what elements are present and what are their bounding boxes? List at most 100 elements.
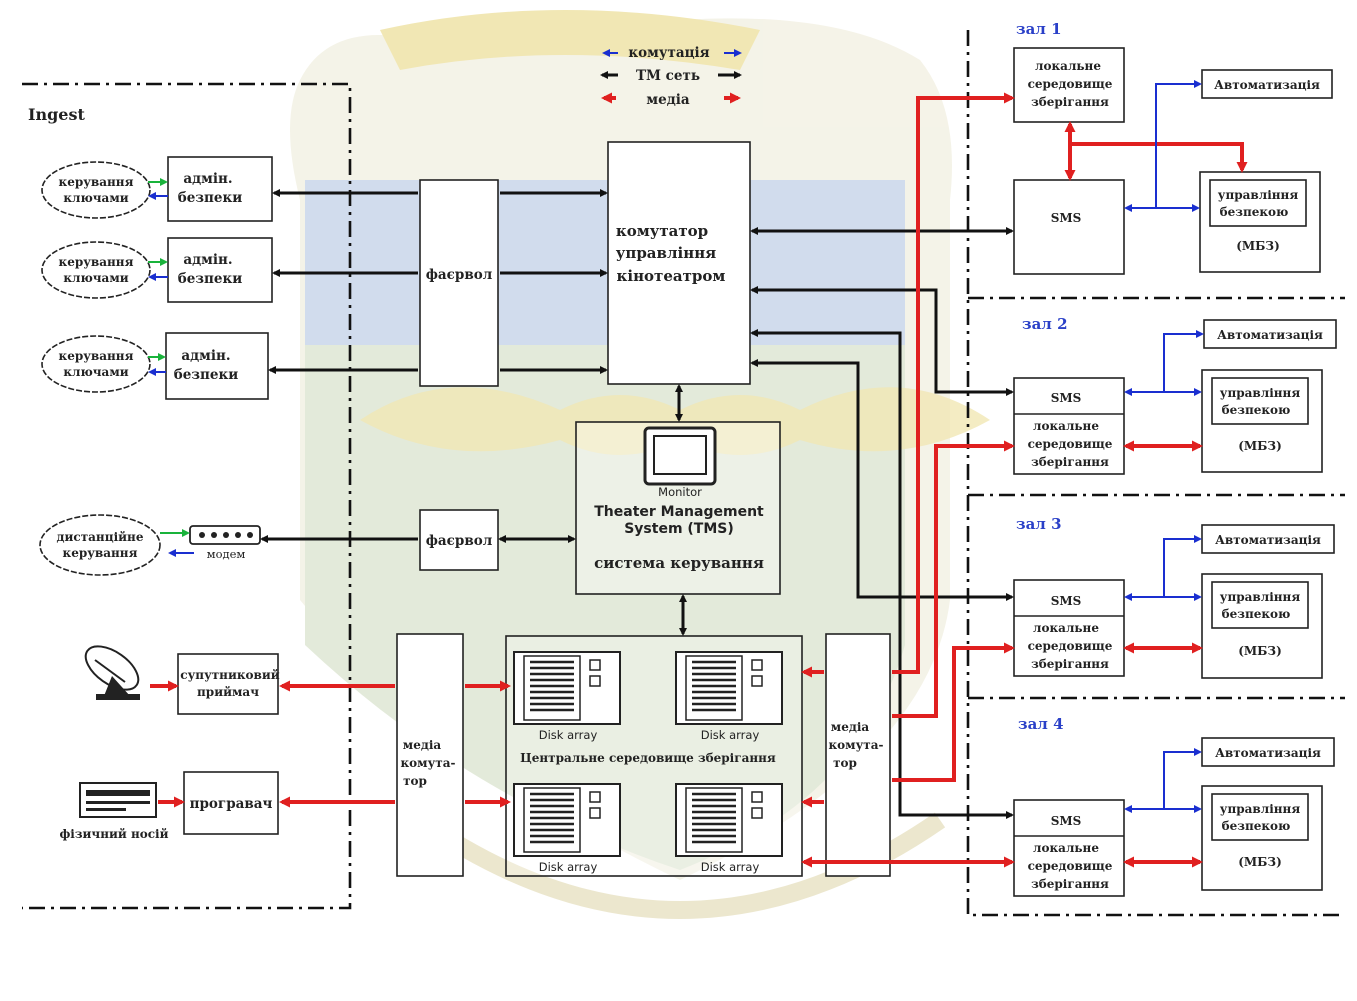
switch-label: управління: [616, 244, 717, 262]
key-management-3: керування ключами: [41, 335, 151, 393]
firewall-modem: фаєрвол: [419, 509, 499, 571]
physical-media-label: фізичний носій: [59, 827, 168, 841]
hall-1-security: управління безпекою (МБЗ): [1199, 171, 1321, 273]
media-switch-right: медіа комута- тор: [825, 633, 891, 877]
hall-3-sms-storage: SMS локальне середовище зберігання: [1013, 579, 1125, 677]
security-label: управління: [1220, 802, 1301, 816]
media-switch-label: комута-: [401, 756, 456, 770]
key-management-1: керування ключами: [41, 161, 151, 219]
hall-3-title: зал 3: [1016, 515, 1062, 533]
security-label: безпекою: [1222, 403, 1291, 417]
disk-array-icon: Disk array: [675, 783, 783, 874]
firewall-main: фаєрвол: [419, 179, 499, 387]
admin-label: адмін.: [181, 348, 230, 364]
sms-label: SMS: [1051, 391, 1082, 405]
local-storage-label: середовище: [1028, 859, 1113, 873]
switch-label: кінотеатром: [617, 267, 726, 285]
satellite-receiver-box: супутниковий приймач: [177, 653, 280, 715]
admin-label: адмін.: [183, 252, 232, 268]
theater-management-system: Monitor Theater Management System (TMS) …: [575, 421, 781, 595]
remote-control-cloud: дистанційне керування: [39, 514, 161, 576]
security-label: управління: [1218, 188, 1299, 202]
media-switch-label: тор: [833, 756, 857, 770]
hall-4-title: зал 4: [1018, 715, 1064, 733]
automation-label: Автоматизація: [1215, 533, 1321, 547]
local-storage-label: зберігання: [1031, 95, 1109, 109]
disk-array-icon: Disk array: [513, 783, 621, 874]
hall-1-local-storage: локальне середовище зберігання: [1013, 47, 1125, 123]
local-storage-label: зберігання: [1031, 877, 1109, 891]
sms-label: SMS: [1051, 814, 1082, 828]
firewall-label: фаєрвол: [426, 267, 493, 283]
legend-media: медіа: [646, 92, 689, 108]
media-switch-label: тор: [403, 774, 427, 788]
cinema-management-switch: комутатор управління кінотеатром: [607, 141, 751, 385]
player-box: програвач: [183, 771, 279, 835]
legend-switching: комутація: [628, 45, 709, 61]
receiver-label: супутниковий: [180, 668, 279, 682]
modem: модем: [189, 525, 261, 561]
media-switch-left: медіа комута- тор: [396, 633, 464, 877]
disk-array-icon: Disk array: [513, 651, 621, 742]
security-label: управління: [1220, 590, 1301, 604]
cloud-label: ключами: [63, 365, 128, 379]
hall-4-automation: Автоматизація: [1201, 737, 1335, 767]
disk-array-label: Disk array: [701, 728, 760, 742]
tms-title-ua: система керування: [594, 554, 764, 572]
ingest-title: Ingest: [28, 105, 85, 124]
admin-box-1: адмін. безпеки: [167, 156, 273, 222]
local-storage-label: зберігання: [1031, 657, 1109, 671]
switch-label: комутатор: [616, 222, 708, 240]
tms-title: System (TMS): [624, 521, 734, 537]
hall-2-automation: Автоматизація: [1203, 319, 1337, 349]
tms-title: Theater Management: [594, 504, 764, 520]
legend-tm-network: TM сеть: [636, 68, 700, 84]
key-management-2: керування ключами: [41, 241, 151, 299]
local-storage-label: локальне: [1033, 419, 1099, 433]
hall-1-automation: Автоматизація: [1201, 69, 1333, 99]
media-switch-label: медіа: [403, 738, 442, 752]
local-storage-label: локальне: [1033, 621, 1099, 635]
satellite-dish-icon: [84, 645, 140, 700]
media-switch-label: медіа: [831, 720, 870, 734]
hall-4-security: управління безпекою (МБЗ): [1201, 785, 1323, 891]
automation-label: Автоматизація: [1214, 78, 1320, 92]
admin-box-2: адмін. безпеки: [167, 237, 273, 303]
hall-1-sms: SMS: [1013, 179, 1125, 275]
local-storage-label: середовище: [1028, 437, 1113, 451]
cloud-label: керування: [63, 546, 138, 560]
cloud-label: ключами: [63, 191, 128, 205]
cloud-label: керування: [59, 349, 134, 363]
local-storage-label: середовище: [1028, 77, 1113, 91]
security-label: безпекою: [1222, 819, 1291, 833]
admin-label: безпеки: [178, 271, 242, 287]
local-storage-label: локальне: [1035, 59, 1101, 73]
hall-2-title: зал 2: [1022, 315, 1068, 333]
cloud-label: ключами: [63, 271, 128, 285]
hall-4-sms-storage: SMS локальне середовище зберігання: [1013, 799, 1125, 897]
hall-1-title: зал 1: [1016, 20, 1062, 38]
security-label: (МБЗ): [1238, 644, 1282, 658]
automation-label: Автоматизація: [1217, 328, 1323, 342]
local-storage-label: середовище: [1028, 639, 1113, 653]
security-label: безпекою: [1220, 205, 1289, 219]
switching-links: [1124, 80, 1204, 813]
hall-2-security: управління безпекою (МБЗ): [1201, 369, 1323, 473]
disk-array-label: Disk array: [539, 728, 598, 742]
automation-label: Автоматизація: [1215, 746, 1321, 760]
sms-label: SMS: [1051, 211, 1082, 225]
admin-label: адмін.: [183, 171, 232, 187]
admin-label: безпеки: [178, 190, 242, 206]
admin-box-3: адмін. безпеки: [165, 332, 269, 400]
cloud-label: керування: [59, 255, 134, 269]
legend: комутація TM сеть медіа: [600, 45, 742, 108]
physical-media-icon: фізичний носій: [59, 782, 169, 841]
disk-array-label: Disk array: [701, 860, 760, 874]
tm-network-links: [260, 189, 1014, 819]
hall-3-security: управління безпекою (МБЗ): [1201, 573, 1323, 679]
monitor-label: Monitor: [658, 485, 702, 499]
local-storage-label: зберігання: [1031, 455, 1109, 469]
hall-3-automation: Автоматизація: [1201, 524, 1335, 554]
media-links: [279, 92, 1248, 868]
